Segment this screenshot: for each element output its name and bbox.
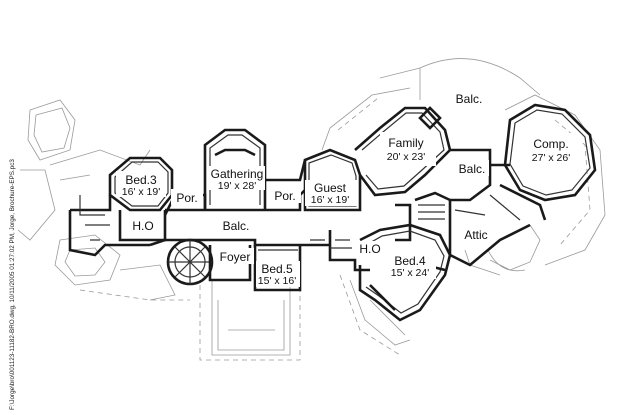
room-balc-top-label: Balc. xyxy=(456,92,483,106)
room-ho-mid-label: H.O xyxy=(359,242,380,256)
room-bed4-dim: 15' x 24' xyxy=(391,267,429,279)
room-gathering-label: Gathering xyxy=(211,167,264,181)
room-gathering-dim: 19' x 28' xyxy=(218,180,256,192)
room-balc-center-label: Balc. xyxy=(223,219,250,233)
room-bed4-label: Bed.4 xyxy=(394,254,426,268)
lower-floor-outline xyxy=(17,58,606,361)
file-path-note: F:\Jorge\bro\001123-11182-BRO.dwg, 10/11… xyxy=(9,159,16,410)
room-por-mid-label: Por. xyxy=(274,189,295,203)
room-foyer-label: Foyer xyxy=(220,250,251,264)
room-labels: Balc. Family 20' x 23' Comp. 27' x 26' B… xyxy=(116,90,580,287)
room-bed3-label: Bed.3 xyxy=(125,173,157,187)
room-guest-label: Guest xyxy=(314,181,347,195)
room-balc-right-label: Balc. xyxy=(459,162,486,176)
room-bed5-dim: 15' x 16' xyxy=(258,275,296,287)
room-attic-label: Attic xyxy=(464,228,487,242)
room-ho-left-label: H.O xyxy=(132,219,153,233)
room-comp-label: Comp. xyxy=(533,137,568,151)
room-family-dim: 20' x 23' xyxy=(387,151,425,163)
room-bed3-dim: 16' x 19' xyxy=(122,186,160,198)
room-por-left-label: Por. xyxy=(176,191,197,205)
room-comp-dim: 27' x 26' xyxy=(532,152,570,164)
room-family-label: Family xyxy=(388,136,423,150)
walls xyxy=(68,103,597,322)
room-bed5-label: Bed.5 xyxy=(261,262,293,276)
room-guest-dim: 16' x 19' xyxy=(311,194,349,206)
